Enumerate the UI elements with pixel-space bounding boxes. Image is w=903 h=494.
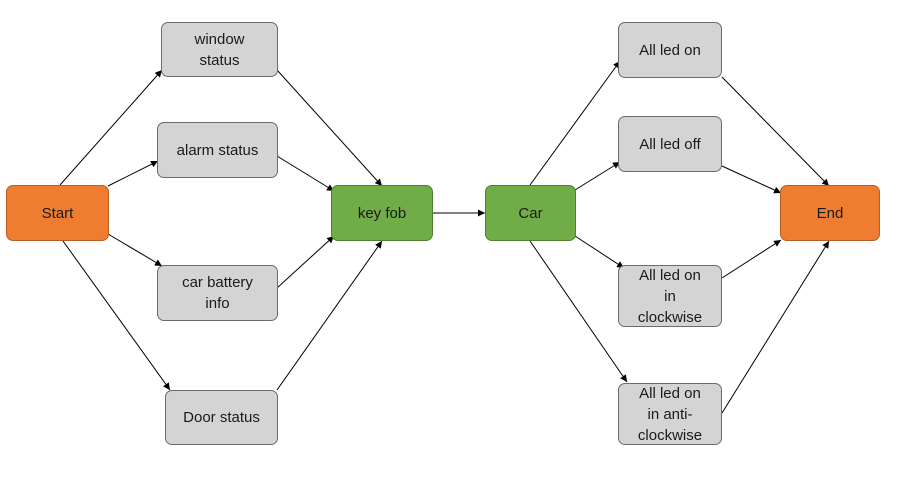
edge-car-all-led-on-anticlockwise <box>529 240 628 383</box>
edge-alarm-status-key-fob <box>276 155 335 192</box>
edge-window-status-key-fob <box>276 69 383 187</box>
alarm-status-node: alarm status <box>157 122 278 178</box>
edge-all-led-off-end <box>721 165 782 194</box>
all-led-on-anticlockwise-label: All led on in anti- clockwise <box>637 384 703 444</box>
door-status-label: Door status <box>183 409 260 426</box>
all-led-on-clockwise-node: All led on in clockwise <box>618 265 722 327</box>
edge-start-door-status <box>62 240 171 391</box>
edge-car-all-led-on-clockwise <box>574 235 625 269</box>
edge-car-all-led-off <box>574 161 621 191</box>
edge-all-led-on-anticlockwise-end <box>721 240 830 414</box>
door-status-node: Door status <box>165 390 278 445</box>
edge-car-battery-info-key-fob <box>276 235 335 289</box>
edge-car-all-led-on <box>529 60 621 186</box>
car-node: Car <box>485 185 576 241</box>
car-battery-info-label: car battery info <box>182 274 253 312</box>
edge-all-led-on-end <box>721 76 830 187</box>
all-led-off-node: All led off <box>618 116 722 172</box>
end-node: End <box>780 185 880 241</box>
edge-start-window-status <box>59 69 163 186</box>
car-battery-info-node: car battery info <box>157 265 278 321</box>
alarm-status-label: alarm status <box>176 141 259 159</box>
edge-door-status-key-fob <box>276 240 383 391</box>
end-label: End <box>816 204 844 222</box>
start-label: Start <box>41 204 74 222</box>
edge-start-car-battery-info <box>107 233 163 267</box>
all-led-off-label: All led off <box>639 135 701 153</box>
window-status-node: window status <box>161 22 278 77</box>
all-led-on-clockwise-label: All led on in clockwise <box>637 266 703 326</box>
edge-start-alarm-status <box>107 160 159 187</box>
window-status-label: window status <box>194 30 245 69</box>
key-fob-label: key fob <box>357 204 407 222</box>
all-led-on-anticlockwise-node: All led on in anti- clockwise <box>618 383 722 445</box>
edge-all-led-on-clockwise-end <box>721 239 782 279</box>
key-fob-node: key fob <box>331 185 433 241</box>
start-node: Start <box>6 185 109 241</box>
car-label: Car <box>518 204 543 222</box>
all-led-on-node: All led on <box>618 22 722 78</box>
all-led-on-label: All led on <box>639 41 701 59</box>
